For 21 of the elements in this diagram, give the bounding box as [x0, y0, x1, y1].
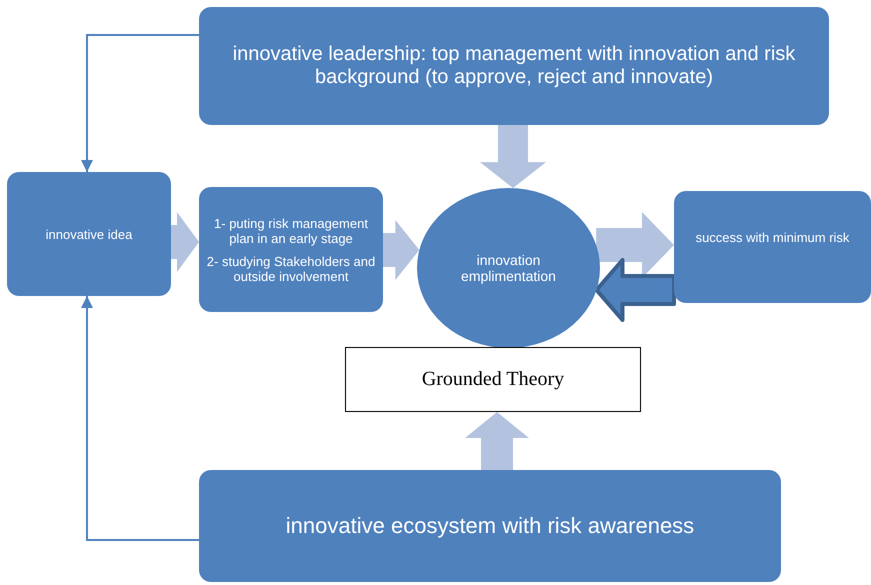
process-box	[199, 187, 383, 312]
process-box	[199, 7, 829, 125]
process-box	[7, 172, 171, 296]
block-arrow	[383, 220, 420, 280]
node-text: 2- studying Stakeholders and outside involvement	[206, 254, 376, 284]
block-arrow	[594, 258, 676, 322]
label-box	[345, 347, 641, 412]
node-text: Grounded Theory	[422, 368, 564, 391]
block-arrow	[480, 125, 546, 188]
node-text: innovation emplimentation	[460, 252, 557, 284]
block-arrow	[171, 212, 199, 272]
node-text: 1- puting risk management plan in an early stage	[213, 216, 369, 246]
node-text: innovative idea	[46, 226, 132, 242]
arrow	[81, 296, 199, 541]
block-arrow	[465, 412, 529, 470]
process-box	[674, 191, 871, 303]
arrow	[81, 34, 199, 172]
process-box	[199, 470, 781, 582]
node-text: innovative ecosystem with risk awareness	[286, 513, 694, 539]
node-text: innovative leadership: top management with innovation and risk background (to approve, reject and innovate)	[232, 43, 796, 89]
node-text: success with minimum risk	[696, 230, 850, 244]
